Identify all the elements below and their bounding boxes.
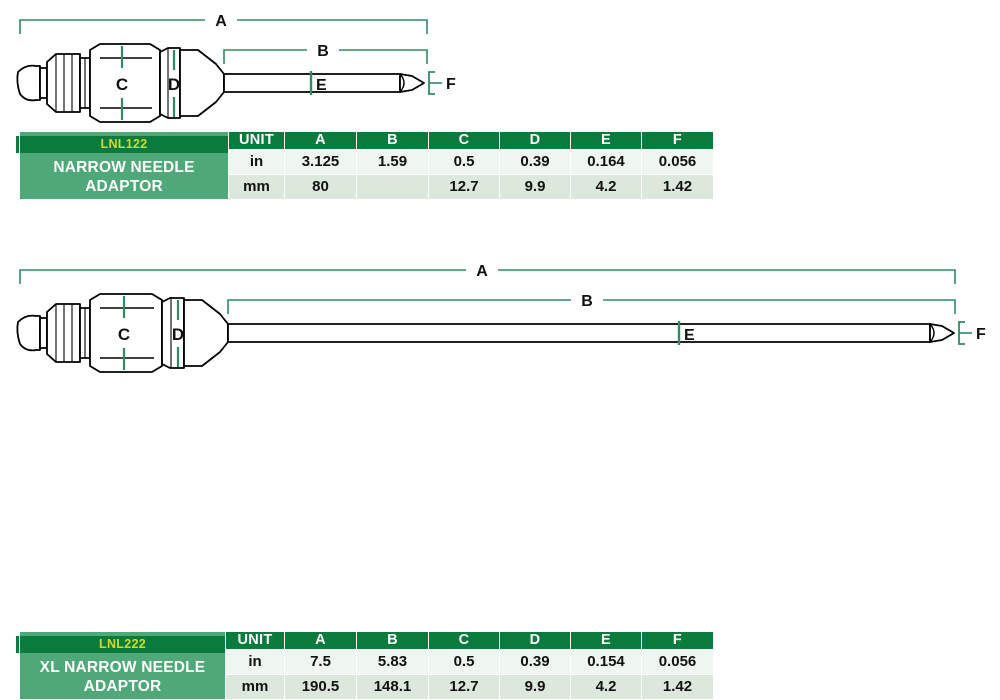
dimension-bracket-b: B: [227, 293, 956, 314]
dimension-marker-e: E: [677, 321, 695, 345]
dimension-marker-e: E: [309, 71, 327, 95]
spec-table-lnl122: LNL122 NARROW NEEDLE ADAPTOR UNIT A B C …: [16, 131, 714, 200]
column-header-b: B: [356, 631, 429, 650]
spec-table-lnl222: LNL222 XL NARROW NEEDLE ADAPTOR UNIT A B…: [16, 631, 714, 700]
unit-label-mm: mm: [225, 674, 285, 700]
unit-label-in: in: [228, 149, 285, 175]
value-d-in: 0.39: [499, 149, 571, 175]
dimension-marker-c: C: [118, 296, 130, 370]
column-header-e: E: [570, 631, 642, 650]
dimension-label-e: E: [316, 77, 327, 94]
dimension-label-c: C: [116, 75, 128, 94]
product-name-line-2: ADAPTOR: [85, 177, 163, 195]
dimension-marker-c: C: [116, 46, 128, 120]
product-block-lnl222: A B: [0, 250, 1000, 700]
product-name-line-2: ADAPTOR: [83, 677, 162, 695]
technical-drawing-lnl222: A B: [16, 263, 986, 373]
dimension-label-d: D: [172, 325, 184, 344]
column-header-d: D: [499, 631, 571, 650]
table-row-inches: in 3.125 1.59 0.5 0.39 0.164 0.056: [20, 149, 714, 175]
product-block-lnl122: A B: [0, 0, 1000, 200]
dimension-marker-f: F: [958, 321, 986, 345]
value-b-in: 5.83: [356, 649, 429, 675]
table-row-header: LNL222 XL NARROW NEEDLE ADAPTOR UNIT A B…: [16, 631, 714, 700]
table-row-header: LNL122 NARROW NEEDLE ADAPTOR UNIT A B C …: [16, 131, 714, 200]
needle-shaft: [227, 323, 955, 343]
value-c-mm: 12.7: [428, 674, 500, 700]
value-f-in: 0.056: [641, 649, 714, 675]
dimension-bracket-a: A: [19, 13, 428, 34]
value-f-mm: 1.42: [641, 674, 714, 700]
column-header-unit: UNIT: [228, 131, 285, 150]
value-e-mm: 4.2: [570, 174, 642, 200]
technical-drawing-lnl122: A B: [16, 13, 456, 123]
table-row-millimeters: mm 80 12.7 9.9 4.2 1.42: [20, 174, 714, 200]
value-b-mm: 148.1: [356, 674, 429, 700]
column-header-e: E: [570, 131, 642, 150]
dimension-label-c: C: [118, 325, 130, 344]
column-header-f: F: [641, 631, 714, 650]
value-d-mm: 9.9: [499, 174, 571, 200]
dimension-marker-d: D: [168, 50, 180, 117]
dimension-label-b: B: [317, 43, 329, 60]
column-header-a: A: [284, 131, 357, 150]
value-e-in: 0.164: [570, 149, 642, 175]
dimension-bracket-b: B: [223, 43, 428, 64]
column-header-c: C: [428, 631, 500, 650]
dimension-label-a: A: [215, 13, 227, 30]
column-header-d: D: [499, 131, 571, 150]
value-f-in: 0.056: [641, 149, 714, 175]
part-code: LNL222: [16, 635, 229, 653]
dimension-marker-f: F: [428, 71, 456, 95]
adaptor-body-outline: [16, 43, 225, 123]
value-a-in: 7.5: [284, 649, 357, 675]
unit-label-in: in: [225, 649, 285, 675]
product-name-line-1: NARROW NEEDLE: [53, 158, 195, 176]
product-name-line-1: XL NARROW NEEDLE: [39, 658, 206, 676]
value-a-in: 3.125: [284, 149, 357, 175]
column-header-unit: UNIT: [225, 631, 285, 650]
dimension-label-e: E: [684, 327, 695, 344]
dimension-label-f: F: [976, 326, 986, 343]
dimension-label-d: D: [168, 75, 180, 94]
value-a-mm: 190.5: [284, 674, 357, 700]
dimension-bracket-a: A: [19, 263, 956, 284]
column-header-f: F: [641, 131, 714, 150]
unit-label-mm: mm: [228, 174, 285, 200]
product-name-cell: LNL222 XL NARROW NEEDLE ADAPTOR: [16, 631, 229, 700]
value-e-in: 0.154: [570, 649, 642, 675]
value-b-in: 1.59: [356, 149, 429, 175]
value-f-mm: 1.42: [641, 174, 714, 200]
dimension-marker-d: D: [172, 300, 184, 367]
adaptor-body-outline: [16, 293, 229, 373]
value-a-mm: 80: [284, 174, 357, 200]
value-b-mm: [356, 174, 429, 200]
part-code: LNL122: [16, 135, 232, 153]
column-header-b: B: [356, 131, 429, 150]
product-name-cell: LNL122 NARROW NEEDLE ADAPTOR: [16, 131, 232, 200]
dimension-label-b: B: [581, 293, 593, 310]
column-header-a: A: [284, 631, 357, 650]
dimension-label-a: A: [476, 263, 488, 280]
value-e-mm: 4.2: [570, 674, 642, 700]
dimension-label-f: F: [446, 76, 456, 93]
value-c-mm: 12.7: [428, 174, 500, 200]
value-c-in: 0.5: [428, 649, 500, 675]
column-header-c: C: [428, 131, 500, 150]
value-d-mm: 9.9: [499, 674, 571, 700]
value-c-in: 0.5: [428, 149, 500, 175]
value-d-in: 0.39: [499, 649, 571, 675]
